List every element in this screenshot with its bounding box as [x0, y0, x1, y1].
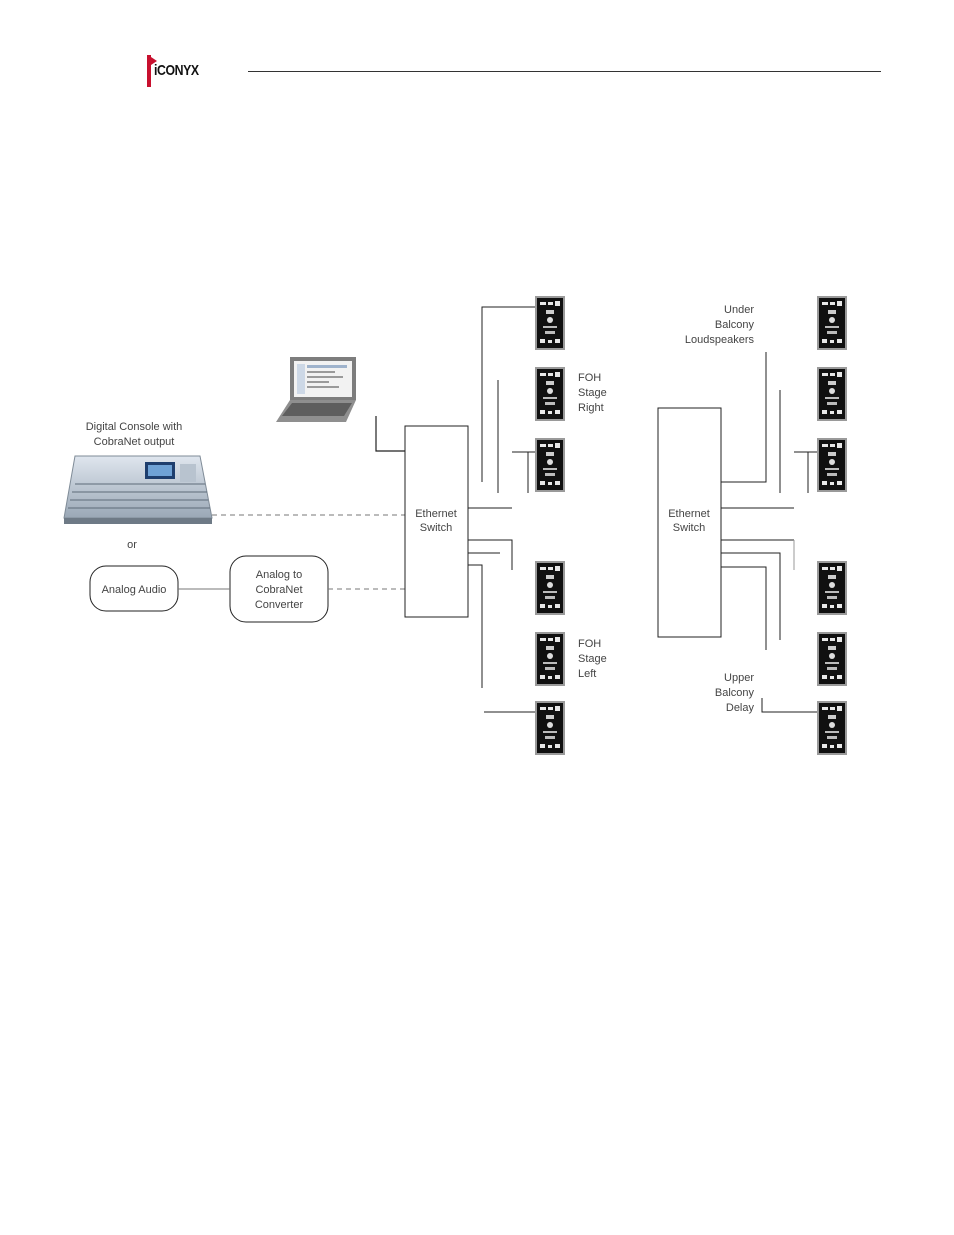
or-label: or	[127, 539, 137, 551]
digital-console-image	[64, 456, 212, 524]
foh-speaker-6	[535, 701, 565, 755]
under-balcony-speaker-2	[817, 367, 847, 421]
foh-left-label-line1: FOH	[578, 638, 601, 650]
upper-balcony-speaker-2	[817, 632, 847, 686]
foh-speaker-4	[535, 561, 565, 615]
foh-right-label-line2: Stage	[578, 387, 607, 399]
upper-balcony-label-line3: Delay	[726, 702, 755, 714]
laptop-icon	[276, 357, 356, 422]
right-switch-cables	[721, 352, 818, 712]
under-balcony-label-line3: Loudspeakers	[685, 334, 755, 346]
under-balcony-label-line2: Balcony	[715, 319, 755, 331]
upper-balcony-label-line2: Balcony	[715, 687, 755, 699]
under-balcony-speaker-1	[817, 296, 847, 350]
foh-speaker-5	[535, 632, 565, 686]
converter-label-line2: CobraNet	[255, 584, 302, 596]
left-switch-cables	[468, 307, 536, 712]
switch-left-label-line1: Ethernet	[415, 508, 457, 520]
converter-label-line1: Analog to	[256, 569, 302, 581]
foh-speaker-1	[535, 296, 565, 350]
under-balcony-label-line1: Under	[724, 304, 754, 316]
upper-balcony-speaker-3	[817, 701, 847, 755]
analog-audio-label: Analog Audio	[102, 584, 167, 596]
foh-right-label-line3: Right	[578, 402, 604, 414]
foh-speaker-3	[535, 438, 565, 492]
under-balcony-speaker-3	[817, 438, 847, 492]
foh-left-label-line3: Left	[578, 668, 596, 680]
converter-label-line3: Converter	[255, 599, 304, 611]
console-label-line1: Digital Console with	[86, 421, 183, 433]
upper-balcony-label-line1: Upper	[724, 672, 754, 684]
foh-left-label-line2: Stage	[578, 653, 607, 665]
foh-right-label-line1: FOH	[578, 372, 601, 384]
laptop-to-switch-line	[376, 416, 405, 451]
foh-speaker-2	[535, 367, 565, 421]
switch-left-label-line2: Switch	[420, 522, 452, 534]
switch-right-label-line1: Ethernet	[668, 508, 710, 520]
console-label-line2: CobraNet output	[94, 436, 175, 448]
switch-right-label-line2: Switch	[673, 522, 705, 534]
upper-balcony-speaker-1	[817, 561, 847, 615]
